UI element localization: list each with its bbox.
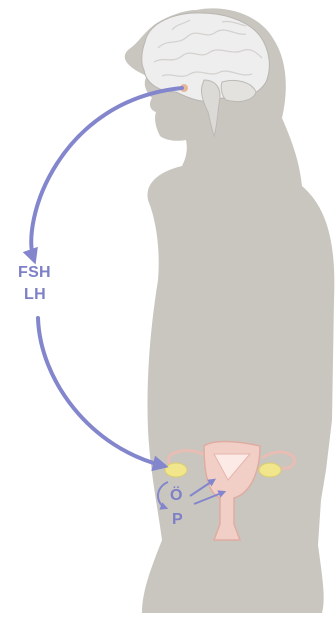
hormone-arrow-lower: [38, 318, 164, 466]
hormone-label-fsh: FSH: [18, 265, 51, 281]
ovary-right: [259, 463, 281, 477]
hormone-label-lh: LH: [24, 287, 46, 303]
ovary-left: [165, 463, 187, 477]
ovary-hormone-label-o: Ö: [170, 488, 183, 504]
ovary-hormone-label-p: P: [172, 512, 183, 528]
